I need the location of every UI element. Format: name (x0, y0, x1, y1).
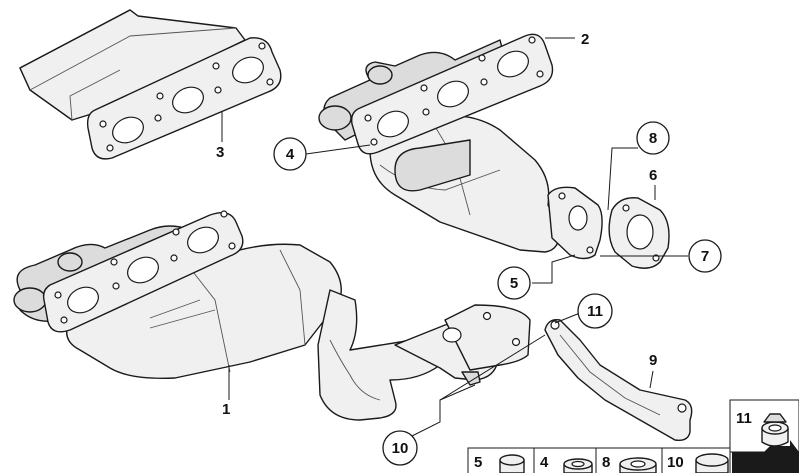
svg-text:1: 1 (222, 401, 230, 418)
heat-shield-part-3[interactable] (19, 9, 282, 160)
callout-1[interactable]: 1 (222, 401, 230, 418)
svg-text:8: 8 (649, 130, 657, 147)
callout-7[interactable]: 7 (688, 239, 722, 273)
legend-item-11[interactable]: 11 (729, 399, 799, 473)
nut-icon (761, 413, 789, 447)
flange-nut-icon (619, 457, 657, 473)
svg-text:7: 7 (701, 248, 709, 265)
hardware-legend: 11 5 4 (467, 399, 799, 473)
flange-gasket-part-6[interactable] (608, 197, 670, 269)
svg-text:10: 10 (667, 454, 684, 471)
callout-6[interactable]: 6 (649, 167, 657, 184)
bracket-part-9[interactable] (544, 319, 693, 442)
svg-text:5: 5 (510, 275, 518, 292)
leader-lines (221, 37, 688, 437)
legend-item-8[interactable]: 8 (595, 447, 663, 473)
svg-text:4: 4 (286, 146, 295, 163)
callout-3[interactable]: 3 (216, 144, 224, 161)
bolt-icon (695, 453, 729, 473)
svg-text:11: 11 (736, 410, 752, 427)
callout-10[interactable]: 10 (382, 430, 418, 466)
callout-11[interactable]: 11 (577, 293, 613, 329)
callout-4[interactable]: 4 (273, 137, 307, 171)
arrow-icon (732, 440, 799, 473)
svg-text:3: 3 (216, 144, 224, 161)
callout-2[interactable]: 2 (581, 31, 589, 48)
manifold-catalyst-part-1[interactable] (13, 210, 531, 421)
svg-text:4: 4 (540, 454, 549, 471)
svg-text:9: 9 (649, 352, 657, 369)
bolt-icon (499, 454, 525, 473)
legend-item-10[interactable]: 10 (661, 447, 731, 473)
nut-icon (563, 458, 593, 473)
svg-text:2: 2 (581, 31, 589, 48)
svg-text:10: 10 (392, 440, 409, 457)
legend-item-4[interactable]: 4 (533, 447, 597, 473)
callout-9[interactable]: 9 (649, 352, 657, 369)
callout-8[interactable]: 8 (636, 121, 670, 155)
svg-text:5: 5 (474, 454, 482, 471)
callout-5[interactable]: 5 (497, 266, 531, 300)
svg-text:6: 6 (649, 167, 657, 184)
svg-text:11: 11 (587, 303, 603, 320)
legend-item-5[interactable]: 5 (467, 447, 535, 473)
manifold-catalyst-part-4[interactable] (318, 33, 603, 260)
svg-text:8: 8 (602, 454, 610, 471)
